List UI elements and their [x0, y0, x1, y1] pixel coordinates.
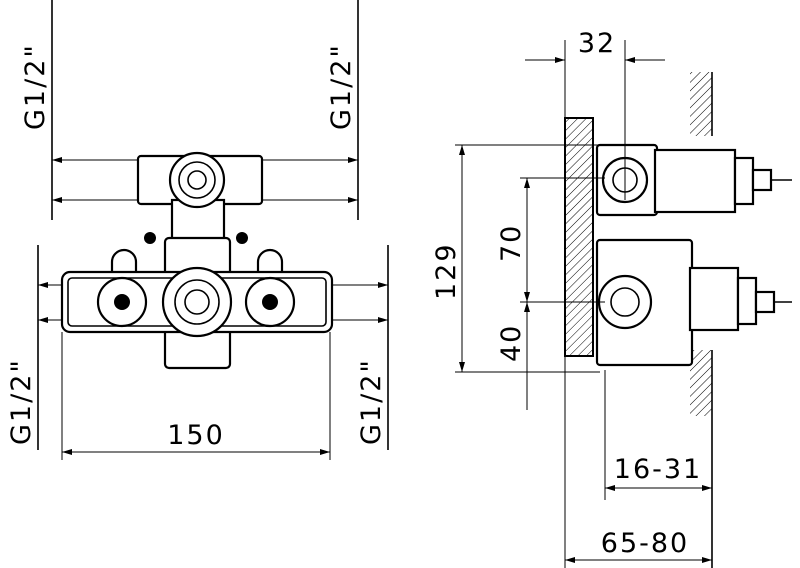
height-upper-label: 70	[496, 224, 527, 262]
height-total-label: 129	[431, 242, 462, 300]
wall-section-bottom	[690, 350, 712, 416]
height-lower-label: 40	[496, 324, 527, 362]
cover-plate	[564, 117, 594, 357]
front-view: G1/2" G1/2" G1/2" G1/2" 1	[6, 0, 389, 460]
thread-label-top-right: G1/2"	[326, 43, 357, 130]
thread-label-top-left: G1/2"	[20, 43, 51, 130]
width-label: 150	[167, 420, 225, 451]
thread-label-bottom-right: G1/2"	[356, 358, 387, 445]
thread-label-bottom-left: G1/2"	[6, 358, 37, 445]
depth-top-label: 32	[578, 28, 616, 59]
wall-section-top	[690, 72, 712, 136]
upper-port	[168, 151, 226, 209]
port-center	[161, 266, 233, 338]
overall-range-label: 65-80	[601, 528, 689, 559]
wall-range-label: 16-31	[614, 454, 702, 485]
side-view: 32 129 70 40 16-31 65-80	[431, 28, 792, 568]
